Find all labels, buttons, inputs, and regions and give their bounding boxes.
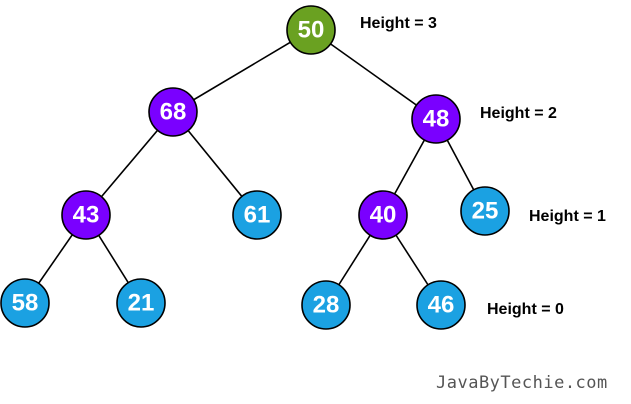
tree-node-46: 46 xyxy=(416,280,466,330)
node-value: 50 xyxy=(298,17,325,44)
node-value: 68 xyxy=(160,99,187,126)
tree-edge xyxy=(310,29,437,120)
node-circle xyxy=(286,5,336,55)
node-circle xyxy=(61,190,111,240)
node-circle xyxy=(416,280,466,330)
tree-nodes: 50 68 48 43 61 40 25 58 21 28 46 xyxy=(0,5,510,330)
node-value: 25 xyxy=(472,198,499,225)
tree-node-25: 25 xyxy=(460,186,510,236)
node-circle xyxy=(0,278,50,328)
tree-edges xyxy=(24,29,486,306)
tree-node-68: 68 xyxy=(148,87,198,137)
height-label-3: Height = 3 xyxy=(360,15,437,32)
tree-node-61: 61 xyxy=(232,190,282,240)
node-value: 40 xyxy=(370,202,397,229)
node-value: 61 xyxy=(244,202,271,229)
tree-node-43: 43 xyxy=(61,190,111,240)
node-circle xyxy=(301,280,351,330)
node-circle xyxy=(148,87,198,137)
node-circle xyxy=(358,190,408,240)
tree-node-58: 58 xyxy=(0,278,50,328)
node-circle xyxy=(460,186,510,236)
tree-edge xyxy=(172,29,312,113)
node-value: 46 xyxy=(428,292,455,319)
node-circle xyxy=(116,278,166,328)
watermark: JavaByTechie.com xyxy=(436,373,608,393)
tree-node-21: 21 xyxy=(116,278,166,328)
node-value: 48 xyxy=(423,106,450,133)
tree-node-50: 50 xyxy=(286,5,336,55)
node-value: 28 xyxy=(313,292,340,319)
node-value: 21 xyxy=(128,290,155,317)
height-label-0: Height = 0 xyxy=(487,301,564,318)
node-value: 43 xyxy=(73,202,100,229)
tree-node-28: 28 xyxy=(301,280,351,330)
tree-node-48: 48 xyxy=(411,94,461,144)
node-circle xyxy=(411,94,461,144)
node-circle xyxy=(232,190,282,240)
node-value: 58 xyxy=(12,290,39,317)
height-label-1: Height = 1 xyxy=(529,208,606,225)
height-label-2: Height = 2 xyxy=(480,105,557,122)
tree-node-40: 40 xyxy=(358,190,408,240)
